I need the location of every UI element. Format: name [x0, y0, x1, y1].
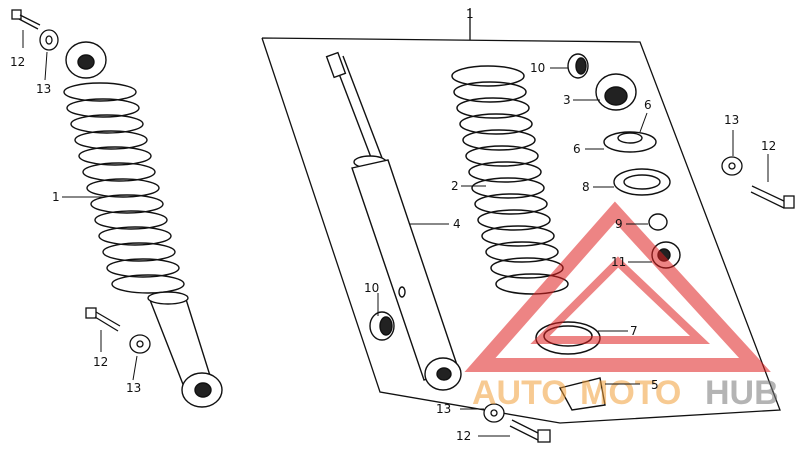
watermark-text-auto: AUTO: [472, 374, 568, 412]
label-damper: 4: [453, 217, 461, 231]
washer-right: [721, 156, 743, 176]
label-lower-seat: 7: [630, 324, 638, 338]
nut: [648, 213, 668, 231]
watermark-text-hub: HUB: [705, 374, 779, 412]
label-bush-lower: 10: [364, 281, 379, 295]
bolt-right: [750, 185, 795, 209]
bush-10-upper: [567, 53, 589, 79]
label-bolt-top-left: 12: [10, 55, 25, 69]
coil-spring: [451, 65, 569, 295]
label-spring-seat: 3: [563, 93, 571, 107]
label-washer-top-left: 13: [36, 82, 51, 96]
label-bolt-right: 12: [761, 139, 776, 153]
label-part-1: 1: [52, 190, 60, 204]
label-cap-b: 6: [573, 142, 581, 156]
bolt-bottom: [509, 419, 551, 443]
washer-mid-left: [129, 334, 151, 354]
automotohub-watermark: AUTO MOTO HUB: [464, 201, 779, 412]
watermark-triangle-logo: [464, 201, 771, 372]
label-bush-upper: 10: [530, 61, 545, 75]
label-washer-mid-left: 13: [126, 381, 141, 395]
watermark-text-moto: MOTO: [580, 374, 681, 412]
label-spring: 2: [451, 179, 459, 193]
adjuster-ring: [613, 168, 671, 196]
assembly-spring: [63, 82, 185, 294]
callout-labels: 1 1 2 3 4 5 6 6 7 8 9 10 10 11 12 13 12 …: [10, 7, 776, 443]
bush-10-lower: [369, 311, 395, 341]
assembly-frame: [261, 8, 781, 424]
damper-unit: [325, 51, 462, 391]
label-assembly: 1: [466, 7, 474, 21]
stopper: [558, 377, 606, 411]
washer-top-left: [39, 29, 59, 51]
label-cap-a: 6: [644, 98, 652, 112]
spring-seat-cap: [603, 131, 657, 153]
label-washer-bottom: 13: [436, 402, 451, 416]
bolt-top-left: [11, 9, 41, 30]
label-bush-11: 11: [611, 255, 626, 269]
upper-spring-seat: [595, 73, 637, 111]
label-nut: 9: [615, 217, 623, 231]
label-washer-right: 13: [724, 113, 739, 127]
label-bolt-mid-left: 12: [93, 355, 108, 369]
label-adjuster-ring: 8: [582, 180, 590, 194]
leader-lines: [22, 30, 769, 437]
bolt-mid-left: [85, 307, 121, 332]
label-stopper: 5: [651, 378, 659, 392]
shock-absorber-assembly: [63, 41, 223, 408]
label-bolt-bottom: 12: [456, 429, 471, 443]
washer-bottom: [483, 403, 505, 423]
